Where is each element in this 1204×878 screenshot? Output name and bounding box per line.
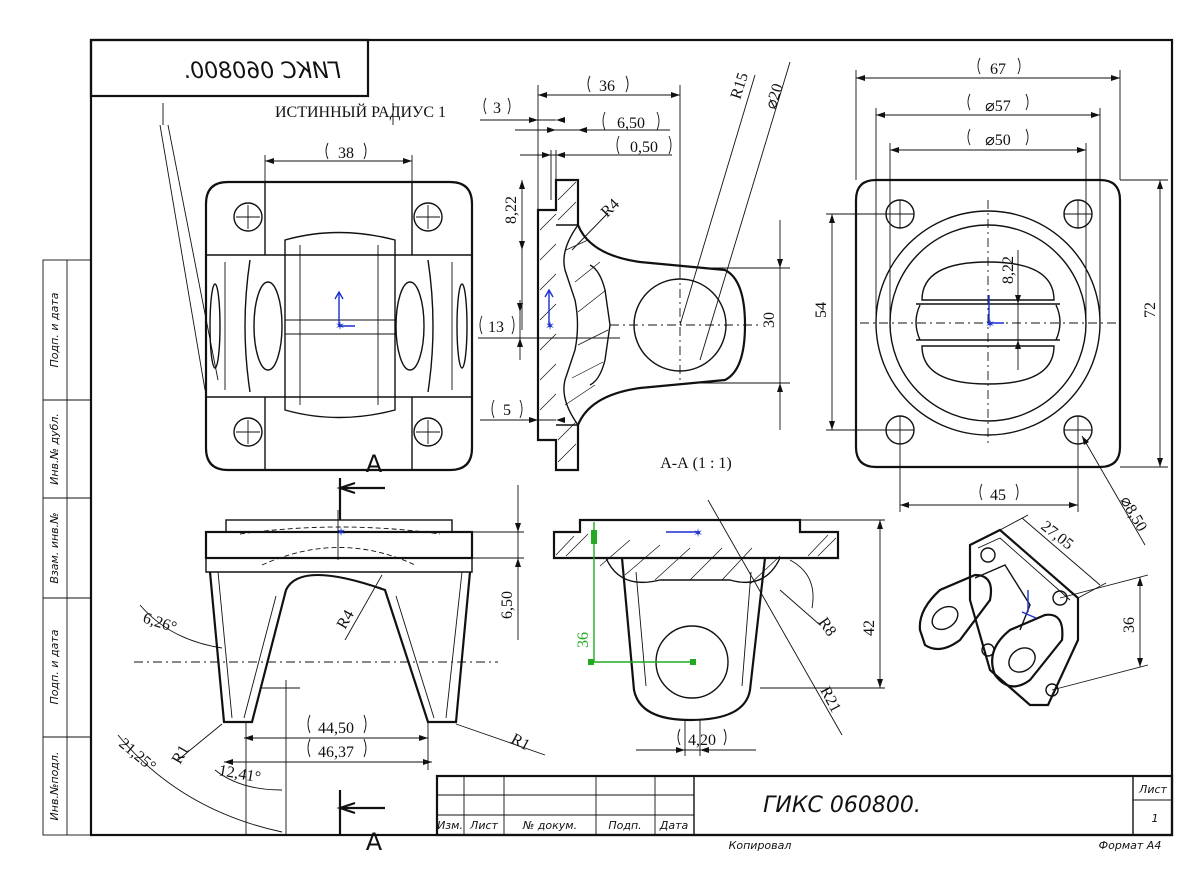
- dim-0-50: 0,50: [630, 139, 658, 156]
- isometric-view: 27,05 36: [918, 514, 1149, 707]
- dim-8-22: 8,22: [503, 196, 520, 224]
- stamp-orig-inv: Инв.№подл.: [48, 752, 61, 821]
- dim-6-50: 6,50: [617, 115, 645, 132]
- section-title: А-А (1 : 1): [660, 455, 732, 472]
- title-code: ГИКС 060800.: [763, 793, 921, 818]
- dim-R8: R8: [815, 615, 840, 640]
- face-view: ✶ 67 ⌀57 ⌀50 54 8,22 72: [813, 57, 1168, 546]
- col-doc-no: № докум.: [522, 819, 577, 832]
- sheet-label: Лист: [1138, 783, 1167, 796]
- dim-54: 54: [813, 302, 830, 318]
- dim-30: 30: [761, 312, 778, 328]
- dim-d57: ⌀57: [985, 98, 1011, 115]
- col-change: Изм.: [437, 819, 463, 832]
- dim-4-20: 4,20: [688, 732, 716, 749]
- front-view: ✶ 6,50 6,26° R4 R1 21,25° 12,41° 44,50 4…: [115, 485, 546, 856]
- dim-R1-left: R1: [169, 742, 193, 767]
- svg-text:✶: ✶: [336, 525, 346, 539]
- side-stamp: Подп. и дата Инв.№ дубл. Взам. инв.№ Под…: [42, 259, 92, 836]
- svg-text:✶: ✶: [985, 317, 995, 331]
- dim-36-green: 36: [575, 632, 592, 648]
- dim-13: 13: [488, 319, 504, 336]
- svg-text:✶: ✶: [335, 319, 345, 333]
- dim-R21: R21: [816, 684, 844, 716]
- svg-text:✶: ✶: [693, 526, 703, 540]
- stamp-replace-inv: Взам. инв.№: [48, 512, 61, 583]
- dim-d8-50: ⌀8,50: [1117, 494, 1151, 535]
- format-label: Формат А4: [1099, 839, 1162, 852]
- top-view: ИСТИННЫЙ РАДИУС 1 ✶ 38 A: [159, 102, 474, 520]
- stamp-sign-date-1: Подп. и дата: [48, 292, 61, 367]
- copied-by: Копировал: [729, 839, 792, 852]
- dim-3: 3: [493, 100, 501, 117]
- dim-67: 67: [990, 61, 1006, 78]
- dim-42: 42: [861, 620, 878, 636]
- col-sign: Подп.: [608, 819, 641, 832]
- dim-5: 5: [503, 402, 511, 419]
- side-hatch: [555, 533, 837, 585]
- dim-R4-bottom: R4: [334, 607, 358, 632]
- stamp-sign-date-2: Подп. и дата: [48, 629, 61, 704]
- dim-d20: ⌀20: [763, 82, 787, 112]
- dim-21-25: 21,25°: [115, 735, 158, 775]
- dim-d50: ⌀50: [985, 132, 1011, 149]
- section-letter-bottom: A: [366, 828, 383, 856]
- dim-46-37: 46,37: [318, 744, 354, 761]
- dim-12-41: 12,41°: [217, 762, 262, 786]
- true-radius-note: ИСТИННЫЙ РАДИУС 1: [275, 102, 446, 121]
- col-date: Дата: [659, 819, 689, 832]
- dim-R1-right: R1: [508, 731, 532, 755]
- sheet-number: 1: [1152, 812, 1159, 825]
- section-view: ✶ 36 3 6,50 0,50 8,22 R4 R15 ⌀20: [478, 61, 791, 472]
- mirrored-code: ГИКС 060800.: [183, 59, 341, 84]
- svg-text:✶: ✶: [545, 319, 555, 333]
- section-hatch: [539, 181, 609, 463]
- section-letter-top: A: [366, 450, 383, 478]
- title-block: Изм. Лист № докум. Подп. Дата ГИКС 06080…: [435, 774, 1174, 852]
- dim-36-iso: 36: [1121, 617, 1138, 633]
- dim-44-50: 44,50: [318, 720, 354, 737]
- dim-38: 38: [338, 145, 354, 162]
- side-view: 36 ✶ 42 R8 R21 4,20: [552, 499, 885, 756]
- dim-72: 72: [1142, 302, 1159, 318]
- dim-6-50-bottom: 6,50: [499, 591, 516, 619]
- stamp-dup-inv: Инв.№ дубл.: [48, 413, 61, 485]
- col-sheet: Лист: [469, 819, 498, 832]
- dim-R4: R4: [598, 196, 623, 221]
- dim-8-22-right: 8,22: [1000, 256, 1017, 284]
- dim-45: 45: [990, 487, 1006, 504]
- dim-36: 36: [599, 78, 615, 95]
